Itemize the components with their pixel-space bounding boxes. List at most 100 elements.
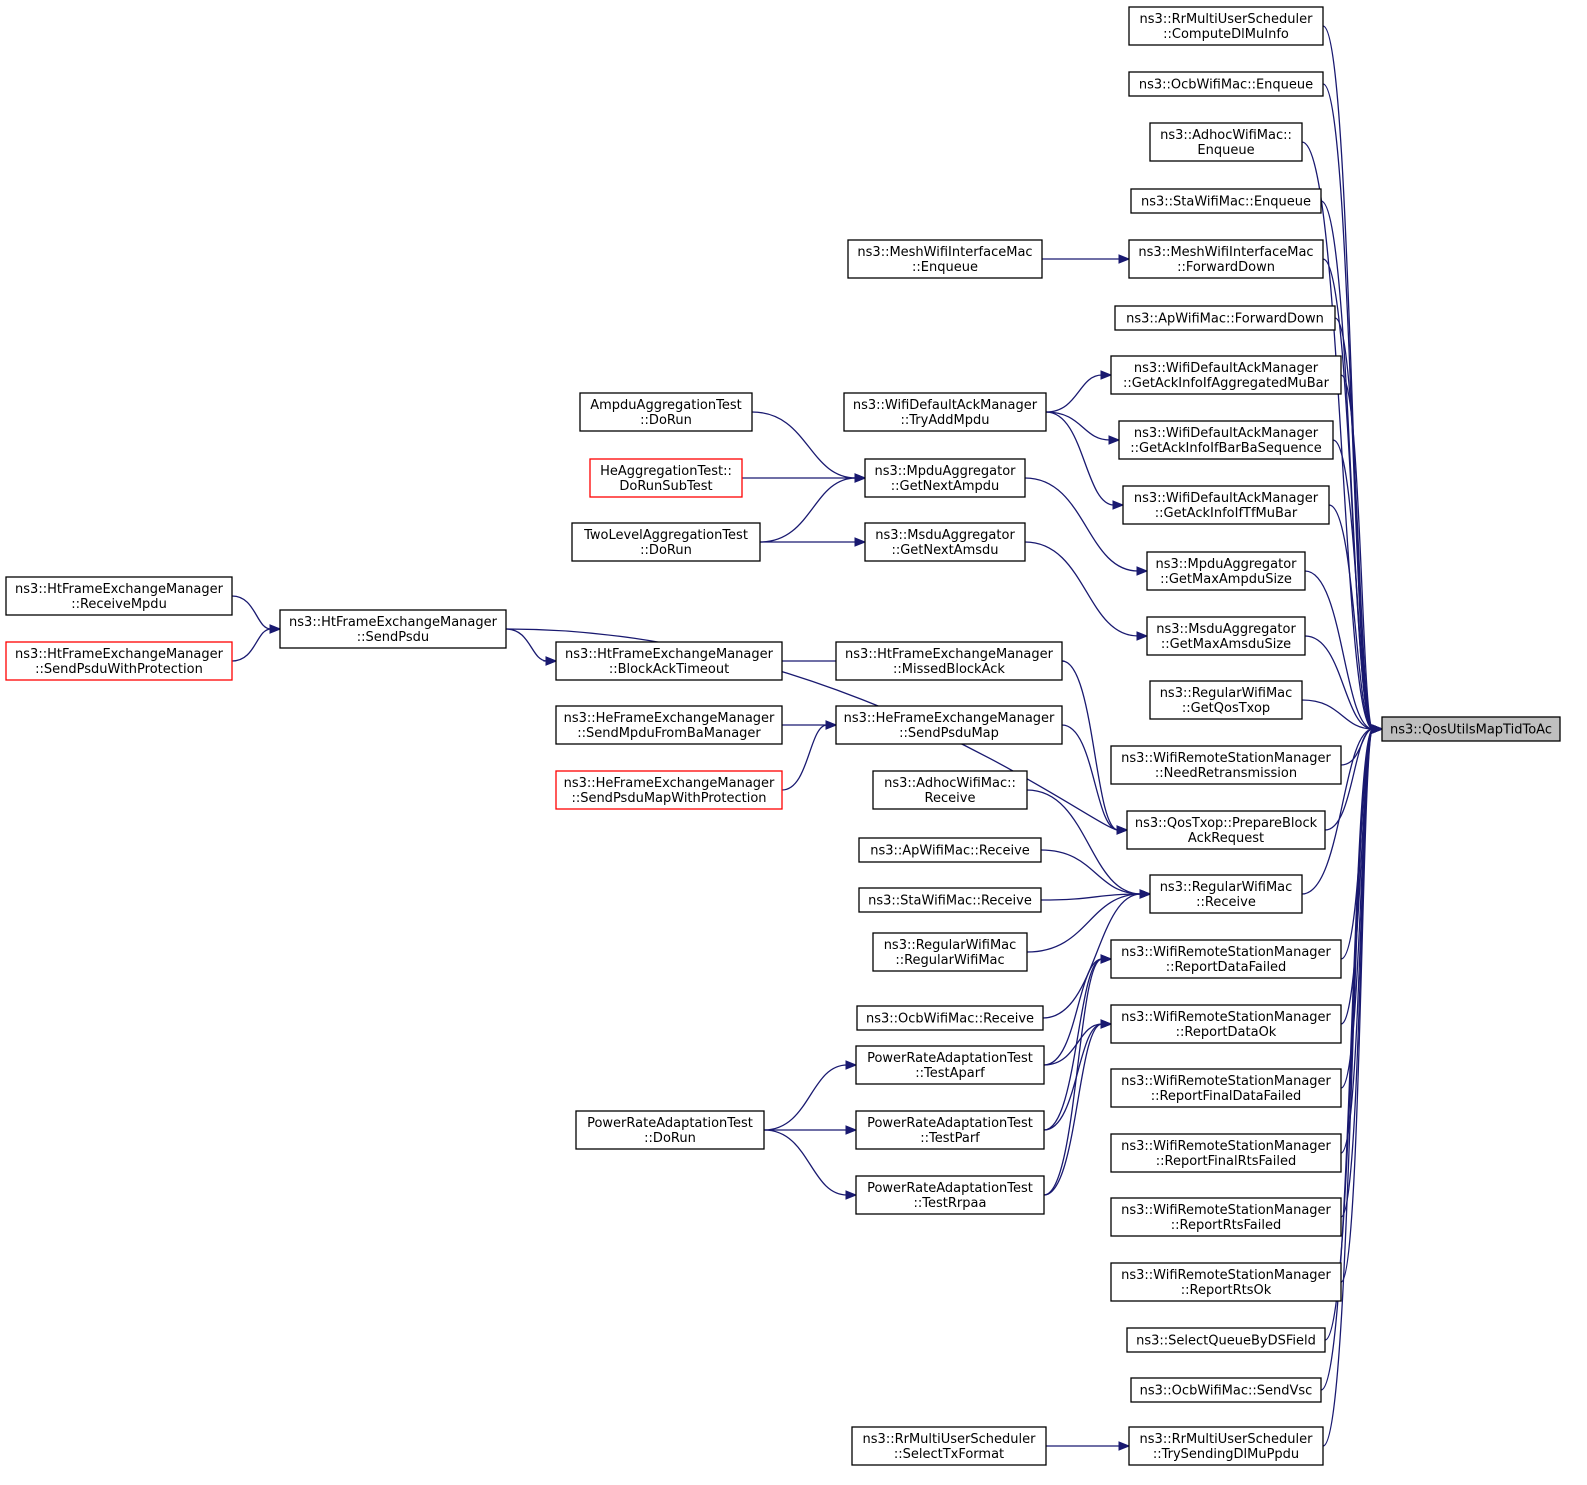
node-meshForwardDown[interactable]: ns3::MeshWifiInterfaceMac::ForwardDown: [1128, 239, 1324, 279]
node-computeDlMuInfo[interactable]: ns3::RrMultiUserScheduler::ComputeDlMuIn…: [1128, 6, 1324, 46]
node-receiveMpdu[interactable]: ns3::HtFrameExchangeManager::ReceiveMpdu: [5, 576, 233, 616]
edge-line: [1043, 958, 1103, 1066]
node-ocbReceive[interactable]: ns3::OcbWifiMac::Receive: [856, 1005, 1044, 1031]
node-box: [1110, 1068, 1342, 1108]
node-missedBlockAck[interactable]: ns3::HtFrameExchangeManager::MissedBlock…: [835, 641, 1063, 681]
node-box: [835, 641, 1063, 681]
node-reportRtsFailed[interactable]: ns3::WifiRemoteStationManager::ReportRts…: [1110, 1197, 1342, 1237]
edge-arrowhead: [854, 473, 867, 483]
node-sendPsduMapProt[interactable]: ns3::HeFrameExchangeManager::SendPsduMap…: [555, 770, 783, 810]
node-label-line: ::ForwardDown: [1177, 260, 1275, 275]
node-reportDataOk[interactable]: ns3::WifiRemoteStationManager::ReportDat…: [1110, 1004, 1342, 1044]
node-box: [864, 458, 1026, 498]
node-prDoRun[interactable]: PowerRateAdaptationTest::DoRun: [575, 1110, 765, 1150]
node-apForwardDown[interactable]: ns3::ApWifiMac::ForwardDown: [1114, 305, 1336, 331]
node-getMaxAmsdu[interactable]: ns3::MsduAggregator::GetMaxAmsduSize: [1146, 616, 1306, 656]
node-box: [835, 705, 1063, 745]
node-needRetrans[interactable]: ns3::WifiRemoteStationManager::NeedRetra…: [1110, 745, 1342, 785]
node-box: [1128, 1426, 1324, 1466]
node-staReceive[interactable]: ns3::StaWifiMac::Receive: [858, 887, 1042, 913]
node-label-line: ns3::WifiRemoteStationManager: [1121, 1074, 1331, 1089]
node-label-line: ns3::OcbWifiMac::Enqueue: [1139, 78, 1313, 93]
node-selectTxFormat[interactable]: ns3::RrMultiUserScheduler::SelectTxForma…: [851, 1426, 1047, 1466]
node-twoLevelTest[interactable]: TwoLevelAggregationTest::DoRun: [571, 522, 761, 562]
node-sendPsduMap[interactable]: ns3::HeFrameExchangeManager::SendPsduMap: [835, 705, 1063, 745]
node-label-line: AckRequest: [1188, 831, 1264, 846]
node-getNextAmsdu[interactable]: ns3::MsduAggregator::GetNextAmsdu: [864, 522, 1026, 562]
node-apReceive[interactable]: ns3::ApWifiMac::Receive: [858, 837, 1042, 863]
edge-arrowhead: [1118, 1441, 1131, 1451]
edge-arrowhead: [545, 656, 558, 666]
node-box: [864, 522, 1026, 562]
node-label-line: ::DoRun: [644, 1131, 696, 1146]
edge-line: [1301, 728, 1374, 895]
node-box: [858, 887, 1042, 913]
node-getMaxAmpdu[interactable]: ns3::MpduAggregator::GetMaxAmpduSize: [1146, 551, 1306, 591]
node-selectQueue[interactable]: ns3::SelectQueueByDSField: [1126, 1327, 1326, 1353]
node-ocbSendVsc[interactable]: ns3::OcbWifiMac::SendVsc: [1130, 1377, 1322, 1403]
edge-line: [1340, 374, 1374, 730]
edge-line: [1040, 893, 1142, 901]
edge-line: [505, 628, 548, 662]
edge-line: [1043, 958, 1103, 1196]
node-ackBarBa[interactable]: ns3::WifiDefaultAckManager::GetAckInfoIf…: [1118, 420, 1334, 460]
node-meshEnqueue[interactable]: ns3::MeshWifiInterfaceMac::Enqueue: [847, 239, 1043, 279]
node-box: [1122, 485, 1330, 525]
node-staEnqueue[interactable]: ns3::StaWifiMac::Enqueue: [1130, 188, 1322, 214]
edge-ackTfMuBar-to-root: [1328, 504, 1384, 734]
node-label-line: PowerRateAdaptationTest: [867, 1051, 1033, 1066]
node-heAggTest[interactable]: HeAggregationTest::DoRunSubTest: [589, 458, 743, 498]
node-reportDataFailed[interactable]: ns3::WifiRemoteStationManager::ReportDat…: [1110, 939, 1342, 979]
edge-line: [1043, 1023, 1103, 1066]
node-reportFinalData[interactable]: ns3::WifiRemoteStationManager::ReportFin…: [1110, 1068, 1342, 1108]
node-box: [1110, 1133, 1342, 1173]
node-label-line: ::TryAddMpdu: [901, 413, 990, 428]
node-label-line: ns3::RrMultiUserScheduler: [1140, 12, 1314, 27]
node-label-line: ns3::AdhocWifiMac::: [1160, 128, 1292, 143]
edge-testAparf-to-reportDataFailed: [1043, 954, 1113, 1066]
node-box: [1110, 745, 1342, 785]
node-label-line: ::Receive: [1196, 895, 1256, 910]
node-label-line: ns3::WifiRemoteStationManager: [1121, 1010, 1331, 1025]
node-regularReceive[interactable]: ns3::RegularWifiMac::Receive: [1149, 874, 1303, 914]
edge-line: [763, 1064, 848, 1131]
node-testRrpaa[interactable]: PowerRateAdaptationTest::TestRrpaa: [855, 1175, 1045, 1215]
node-label-line: HeAggregationTest::: [600, 464, 732, 479]
edge-line: [751, 411, 857, 479]
node-regularCtor[interactable]: ns3::RegularWifiMac::RegularWifiMac: [872, 932, 1028, 972]
node-sendPsduProt[interactable]: ns3::HtFrameExchangeManager::SendPsduWit…: [5, 641, 233, 681]
node-ackMuBar[interactable]: ns3::WifiDefaultAckManager::GetAckInfoIf…: [1110, 355, 1342, 395]
node-tryAddMpdu[interactable]: ns3::WifiDefaultAckManager::TryAddMpdu: [843, 392, 1047, 432]
node-testAparf[interactable]: PowerRateAdaptationTest::TestAparf: [855, 1045, 1045, 1085]
node-trySendingDlMu[interactable]: ns3::RrMultiUserScheduler::TrySendingDlM…: [1128, 1426, 1324, 1466]
edge-arrowhead: [269, 624, 282, 634]
node-sendMpduFromBa[interactable]: ns3::HeFrameExchangeManager::SendMpduFro…: [555, 705, 783, 745]
node-box: [851, 1426, 1047, 1466]
node-adhocReceive[interactable]: ns3::AdhocWifiMac::Receive: [872, 770, 1028, 810]
node-getQosTxop[interactable]: ns3::RegularWifiMac::GetQosTxop: [1149, 680, 1303, 720]
edge-arrowhead: [1371, 724, 1384, 734]
node-root[interactable]: ns3::QosUtilsMapTidToAc: [1381, 716, 1561, 742]
node-label-line: ns3::SelectQueueByDSField: [1136, 1334, 1316, 1349]
edge-sendPsduMapProt-to-sendPsduMap: [781, 720, 838, 791]
node-ackTfMuBar[interactable]: ns3::WifiDefaultAckManager::GetAckInfoIf…: [1122, 485, 1330, 525]
node-adhocEnqueue[interactable]: ns3::AdhocWifiMac::Enqueue: [1149, 122, 1303, 162]
node-blockAckTimeout[interactable]: ns3::HtFrameExchangeManager::BlockAckTim…: [555, 641, 783, 681]
edge-selectTxFormat-to-trySendingDlMu: [1046, 1441, 1131, 1451]
node-sendPsdu[interactable]: ns3::HtFrameExchangeManager::SendPsdu: [279, 609, 507, 649]
node-ampduAggTest[interactable]: AmpduAggregationTest::DoRun: [579, 392, 753, 432]
node-reportFinalRts[interactable]: ns3::WifiRemoteStationManager::ReportFin…: [1110, 1133, 1342, 1173]
edge-line: [781, 724, 828, 791]
node-box: [1110, 1197, 1342, 1237]
edge-line: [1043, 1023, 1103, 1131]
node-reportRtsOk[interactable]: ns3::WifiRemoteStationManager::ReportRts…: [1110, 1262, 1342, 1302]
node-getNextAmpdu[interactable]: ns3::MpduAggregator::GetNextAmpdu: [864, 458, 1026, 498]
node-ocbEnqueue[interactable]: ns3::OcbWifiMac::Enqueue: [1128, 71, 1324, 97]
node-box: [1381, 716, 1561, 742]
edge-line: [1340, 728, 1374, 1283]
edge-line: [1322, 83, 1374, 730]
node-testParf[interactable]: PowerRateAdaptationTest::TestParf: [855, 1110, 1045, 1150]
edge-line: [1045, 411, 1111, 441]
